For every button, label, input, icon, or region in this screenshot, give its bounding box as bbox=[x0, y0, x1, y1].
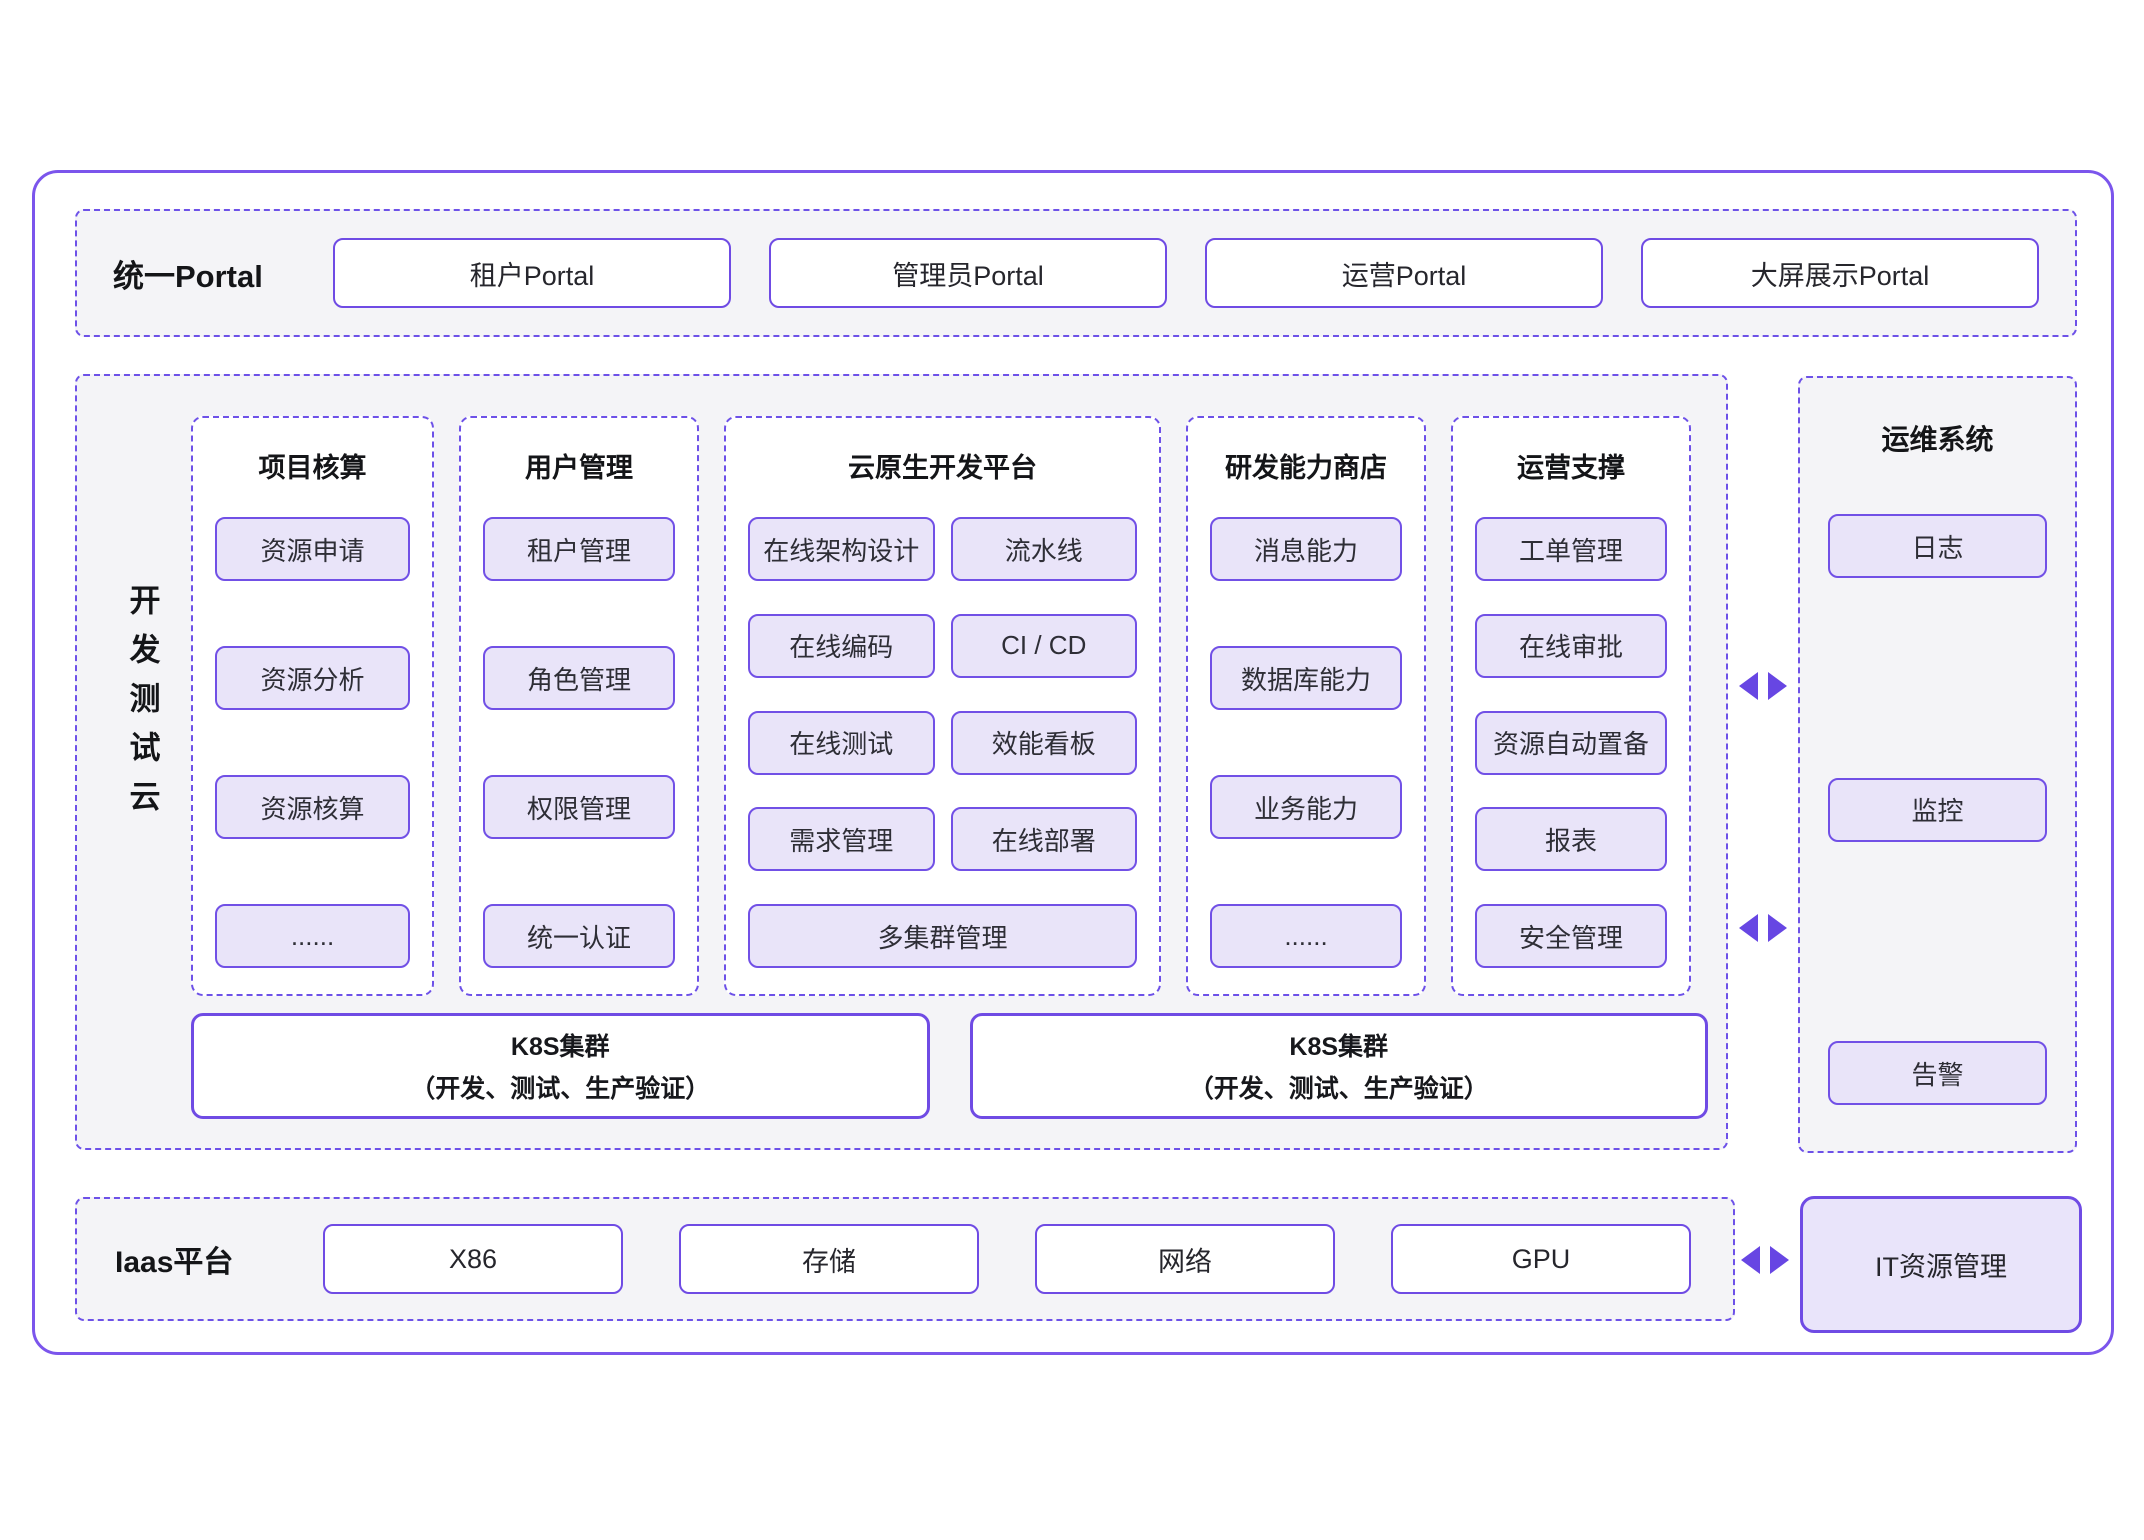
node-resource-accounting: 资源核算 bbox=[215, 775, 410, 839]
node-report: 报表 bbox=[1475, 807, 1667, 872]
node-gpu: GPU bbox=[1391, 1224, 1691, 1294]
node-admin-portal: 管理员Portal bbox=[769, 238, 1167, 308]
column-capability-store: 研发能力商店 消息能力 数据库能力 业务能力 ...... bbox=[1186, 416, 1426, 996]
column-operation-support: 运营支撑 工单管理 在线审批 资源自动置备 报表 安全管理 bbox=[1451, 416, 1691, 996]
outer-frame: 统一Portal 租户Portal 管理员Portal 运营Portal 大屏展… bbox=[32, 170, 2114, 1355]
arrow-left-icon bbox=[1739, 672, 1758, 700]
node-requirement-management: 需求管理 bbox=[748, 807, 935, 872]
column-title: 运营支撑 bbox=[1517, 453, 1625, 483]
node-storage: 存储 bbox=[679, 1224, 979, 1294]
node-efficiency-board: 效能看板 bbox=[950, 710, 1137, 775]
column-cloud-native-platform: 云原生开发平台 在线架构设计 流水线 在线编码 CI / CD 在线测试 效能看… bbox=[724, 416, 1161, 996]
node-role-management: 角色管理 bbox=[483, 646, 675, 710]
arrow-right-icon bbox=[1770, 1246, 1789, 1274]
node-business-capability: 业务能力 bbox=[1210, 775, 1402, 839]
node-unified-auth: 统一认证 bbox=[483, 904, 675, 968]
dev-test-cloud-section: 开发测试云 项目核算 资源申请 资源分析 资源核算 ...... 用户管理 租户… bbox=[75, 374, 1728, 1150]
node-database-capability: 数据库能力 bbox=[1210, 646, 1402, 710]
ops-system-section: 运维系统 日志 监控 告警 bbox=[1798, 376, 2077, 1153]
column-title: 项目核算 bbox=[258, 453, 367, 483]
dev-test-cloud-label: 开发测试云 bbox=[124, 583, 160, 829]
arrow-right-icon bbox=[1768, 672, 1787, 700]
node-online-arch-design: 在线架构设计 bbox=[748, 517, 935, 581]
node-resource-apply: 资源申请 bbox=[215, 517, 410, 581]
column-title: 研发能力商店 bbox=[1225, 453, 1387, 483]
node-permission-management: 权限管理 bbox=[483, 775, 675, 839]
node-message-capability: 消息能力 bbox=[1210, 517, 1402, 581]
column-title: 用户管理 bbox=[525, 453, 633, 483]
node-tenant-management: 租户管理 bbox=[483, 517, 675, 581]
k8s-cluster-row: K8S集群 （开发、测试、生产验证） K8S集群 （开发、测试、生产验证） bbox=[191, 1013, 1708, 1119]
node-operation-portal: 运营Portal bbox=[1205, 238, 1603, 308]
node-alerting: 告警 bbox=[1828, 1041, 2047, 1105]
arrow-left-icon bbox=[1741, 1246, 1760, 1274]
node-it-resource-management: IT资源管理 bbox=[1800, 1196, 2082, 1333]
node-security-management: 安全管理 bbox=[1475, 904, 1667, 968]
module-columns: 项目核算 资源申请 资源分析 资源核算 ...... 用户管理 租户管理 角色管… bbox=[191, 416, 1691, 996]
iaas-label: Iaas平台 bbox=[115, 1246, 234, 1279]
bidirectional-arrow-icon bbox=[1741, 1246, 1789, 1274]
node-multi-cluster-management: 多集群管理 bbox=[748, 904, 1137, 968]
node-auto-provisioning: 资源自动置备 bbox=[1475, 710, 1667, 775]
node-ci-cd: CI / CD bbox=[950, 613, 1137, 678]
column-project-accounting: 项目核算 资源申请 资源分析 资源核算 ...... bbox=[191, 416, 434, 996]
ops-system-title: 运维系统 bbox=[1881, 424, 1994, 455]
unified-portal-label: 统一Portal bbox=[113, 258, 263, 294]
node-network: 网络 bbox=[1035, 1224, 1335, 1294]
node-online-testing: 在线测试 bbox=[748, 710, 935, 775]
bidirectional-arrow-icon bbox=[1739, 914, 1787, 942]
node-pipeline: 流水线 bbox=[950, 517, 1137, 581]
unified-portal-section: 统一Portal 租户Portal 管理员Portal 运营Portal 大屏展… bbox=[75, 209, 2077, 337]
node-resource-analysis: 资源分析 bbox=[215, 646, 410, 710]
node-x86: X86 bbox=[323, 1224, 623, 1294]
arrow-left-icon bbox=[1739, 914, 1758, 942]
node-tenant-portal: 租户Portal bbox=[333, 238, 731, 308]
node-online-coding: 在线编码 bbox=[748, 613, 935, 678]
node-online-deploy: 在线部署 bbox=[950, 807, 1137, 872]
node-ticket-management: 工单管理 bbox=[1475, 517, 1667, 581]
arrow-right-icon bbox=[1768, 914, 1787, 942]
column-title: 云原生开发平台 bbox=[848, 453, 1037, 483]
node-log: 日志 bbox=[1828, 514, 2047, 578]
iaas-section: Iaas平台 X86 存储 网络 GPU bbox=[75, 1197, 1735, 1321]
node-monitoring: 监控 bbox=[1828, 777, 2047, 842]
column-user-management: 用户管理 租户管理 角色管理 权限管理 统一认证 bbox=[459, 416, 699, 996]
bidirectional-arrow-icon bbox=[1739, 672, 1787, 700]
node-k8s-cluster-2: K8S集群 （开发、测试、生产验证） bbox=[969, 1013, 1708, 1119]
node-ellipsis: ...... bbox=[215, 904, 410, 968]
node-ellipsis: ...... bbox=[1210, 904, 1402, 968]
node-online-approval: 在线审批 bbox=[1475, 613, 1667, 678]
node-k8s-cluster-1: K8S集群 （开发、测试、生产验证） bbox=[191, 1013, 930, 1119]
node-bigscreen-portal: 大屏展示Portal bbox=[1641, 238, 2039, 308]
